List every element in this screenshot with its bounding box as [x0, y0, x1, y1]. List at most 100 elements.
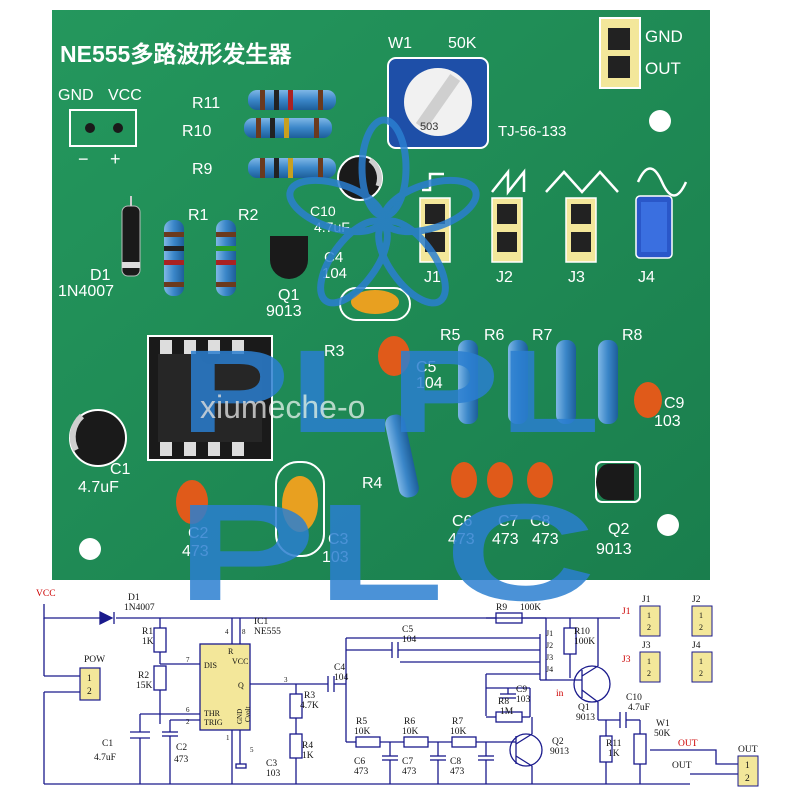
sch-d1-type: 1N4007 [124, 603, 155, 613]
capacitor-c4 [351, 290, 399, 314]
capacitor-c9 [634, 382, 662, 418]
c1-label: C1 [110, 461, 131, 478]
j1-label: J1 [424, 269, 441, 286]
sch-pin-2: 2 [186, 718, 190, 726]
circuit-schematic: VCC D1 1N4007 R1 1K R2 15K POW 1 2 C1 4.… [36, 589, 759, 787]
sch-c6-val: 473 [354, 767, 369, 777]
sch-out-header: OUT [738, 745, 758, 755]
sch-j3-net: J3 [546, 653, 553, 662]
c9-label: C9 [664, 395, 685, 412]
sch-j4-p1: 1 [699, 657, 703, 666]
sch-c7: C7 [402, 757, 413, 767]
sch-r8: R8 [498, 697, 509, 707]
sch-j3-label: J3 [622, 655, 631, 665]
power-plus: + [110, 149, 121, 169]
c7-label: C7 [498, 513, 519, 530]
sch-pin-vcc: VCC [232, 657, 248, 666]
q2-type: 9013 [596, 541, 632, 558]
r2-label: R2 [238, 207, 259, 224]
q1-type: 9013 [266, 303, 302, 320]
sch-r4: R4 [302, 741, 313, 751]
sch-pin-r: R [228, 647, 234, 656]
c7-value: 473 [492, 531, 519, 548]
sch-c5: C5 [402, 625, 413, 635]
c9-value: 103 [654, 413, 681, 430]
sch-r5-val: 10K [354, 727, 371, 737]
capacitor-c2 [176, 480, 208, 524]
sch-r2: R2 [138, 671, 149, 681]
j3-label: J3 [568, 269, 585, 286]
j1-header [639, 605, 661, 637]
d1-label: D1 [90, 267, 111, 284]
sch-c6: C6 [354, 757, 365, 767]
sch-c2: C2 [176, 743, 187, 753]
capacitor-c8 [527, 462, 553, 498]
c1-value: 4.7uF [78, 479, 119, 496]
sch-out-p2: 2 [745, 774, 750, 784]
sch-j2-p2: 2 [699, 623, 703, 632]
pcb-photo: NE555多路波形发生器 GND VCC − + GND OUT W1 50K … [52, 10, 710, 580]
resistor-r8 [598, 340, 618, 424]
c4-value: 104 [322, 265, 347, 282]
c2-value: 473 [182, 543, 209, 560]
sch-r2-val: 15K [136, 681, 153, 691]
sch-pin-gnd: GND [236, 709, 244, 724]
sch-w1-val: 50K [654, 729, 671, 739]
r1-label: R1 [188, 207, 209, 224]
resistor-r4 [385, 414, 419, 498]
sch-c9-val: 103 [516, 695, 531, 705]
sch-ic: IC1 [254, 617, 269, 627]
sch-pin-cvolt: Cvolt [244, 706, 252, 722]
sch-j1-net: J1 [546, 629, 553, 638]
sch-j1-p2: 2 [647, 623, 651, 632]
mount-hole [649, 110, 671, 132]
sch-r1-val: 1K [142, 637, 154, 647]
sch-j1-label: J1 [622, 607, 631, 617]
sch-j3: J3 [642, 641, 651, 651]
board-model: TJ-56-133 [498, 123, 566, 140]
capacitor-c3 [282, 476, 318, 532]
capacitor-c5 [378, 336, 410, 376]
q2-label: Q2 [608, 521, 629, 538]
sch-c3: C3 [266, 759, 277, 769]
sch-pow-p1: 1 [87, 674, 92, 684]
sch-c9: C9 [516, 685, 527, 695]
c8-value: 473 [532, 531, 559, 548]
sch-r9-val: 100K [520, 603, 541, 613]
r3-label: R3 [324, 343, 345, 360]
sch-pin-1: 1 [226, 734, 230, 742]
sch-c4-val: 104 [334, 673, 349, 683]
sine-wave-symbol [636, 167, 688, 197]
j3-header [639, 651, 661, 683]
sch-r6-val: 10K [402, 727, 419, 737]
sch-c2-val: 473 [174, 755, 189, 765]
c6-label: C6 [452, 513, 473, 530]
sch-pow-p2: 2 [87, 687, 92, 697]
sch-r3-val: 4.7K [300, 701, 319, 711]
capacitor-c7 [487, 462, 513, 498]
sch-pin-q: Q [238, 681, 244, 690]
r11-label: R11 [192, 95, 220, 112]
sch-c10-val: 4.7uF [628, 703, 650, 713]
sch-r11-val: 1K [608, 749, 620, 759]
sch-pow: POW [84, 655, 105, 665]
c10-value: 4.7uF [314, 219, 350, 235]
sch-pin-trig: TRIG [204, 718, 223, 727]
sch-c8-val: 473 [450, 767, 465, 777]
sch-r6: R6 [404, 717, 415, 727]
sch-q1: Q1 [578, 703, 590, 713]
power-terminal [69, 109, 137, 147]
power-gnd-label: GND [58, 87, 94, 104]
pot-label: W1 [388, 35, 412, 52]
j4-label: J4 [638, 269, 655, 286]
transistor-q1 [270, 236, 308, 279]
sch-j4-net: J4 [546, 665, 553, 674]
sch-j1-p1: 1 [647, 611, 651, 620]
sch-c5-val: 104 [402, 635, 417, 645]
sch-out-net2: OUT [672, 761, 692, 771]
sch-r8-val: 1M [500, 707, 514, 717]
sch-c4: C4 [334, 663, 345, 673]
sch-pin-4: 4 [225, 628, 229, 636]
sch-j3-p2: 2 [647, 669, 651, 678]
sch-r11: R11 [606, 739, 622, 749]
